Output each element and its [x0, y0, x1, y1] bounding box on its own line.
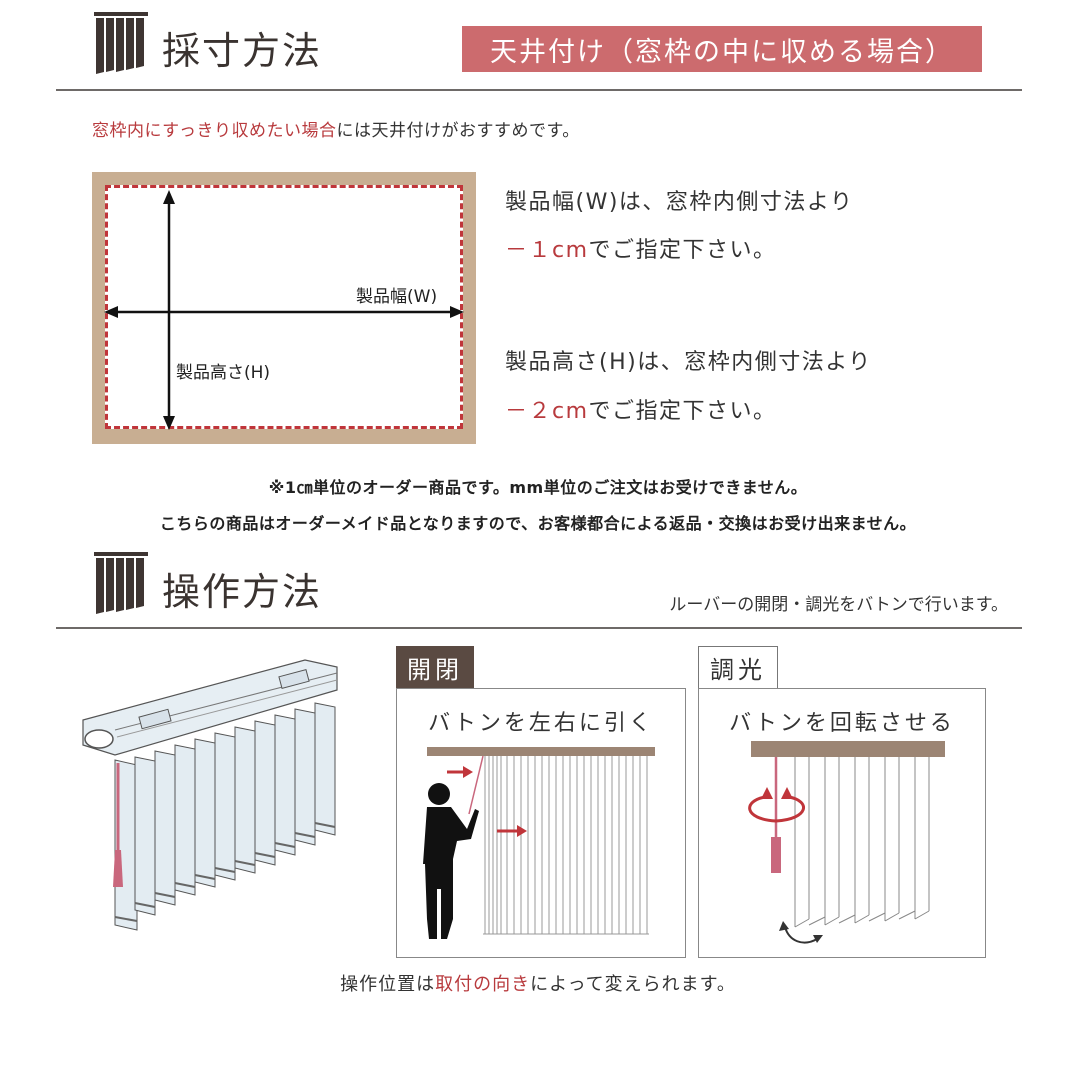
width-spec-line1: 製品幅(W)は、窓枠内側寸法より — [505, 190, 854, 215]
measure-section-title: 採寸方法 — [162, 29, 323, 73]
section-divider — [56, 627, 1022, 629]
tab-dimming: 調光 — [698, 646, 778, 688]
height-label: 製品高さ(H) — [176, 363, 271, 383]
intro-highlight: 窓枠内にすっきり収めたい場合 — [92, 121, 337, 141]
operation-section-title: 操作方法 — [162, 570, 323, 614]
return-policy-note: こちらの商品はオーダーメイド品となりますので、お客様都合による返品・交換はお受け… — [159, 514, 917, 533]
unit-note: ※1㎝単位のオーダー商品です。mm単位のご注文はお受けできません。 — [268, 478, 808, 497]
width-spec-value: －１cm — [505, 238, 589, 263]
footer-highlight: 取付の向き — [435, 974, 531, 995]
dimming-panel: バトンを回転させる — [698, 688, 986, 958]
vertical-blind-illustration — [82, 659, 338, 931]
dimension-arrows-icon — [104, 190, 464, 430]
height-spec-value: －２cm — [505, 399, 589, 424]
footer-suffix: によって変えられます。 — [530, 974, 736, 995]
height-spec-line2: －２cmでご指定下さい。 — [505, 393, 777, 425]
width-label: 製品幅(W) — [356, 287, 438, 307]
product-size-dashed-outline — [105, 185, 463, 429]
footer-prefix: 操作位置は — [340, 974, 436, 995]
operation-position-note: 操作位置は取付の向きによって変えられます。 — [0, 970, 1076, 996]
width-spec-line2: －１cmでご指定下さい。 — [505, 232, 777, 264]
ceiling-mount-badge: 天井付け（窓枠の中に収める場合） — [462, 26, 982, 72]
pull-baton-illustration — [423, 747, 655, 939]
vertical-blind-icon — [94, 552, 148, 614]
open-close-caption: バトンを左右に引く — [428, 711, 654, 736]
rotate-baton-illustration — [748, 741, 945, 944]
height-spec-line1: 製品高さ(H)は、窓枠内側寸法より — [505, 350, 872, 375]
intro-rest: には天井付けがおすすめです。 — [336, 121, 580, 141]
operation-subtitle: ルーバーの開閉・調光をバトンで行います。 — [669, 595, 1008, 615]
section-divider — [56, 89, 1022, 91]
intro-text: 窓枠内にすっきり収めたい場合には天井付けがおすすめです。 — [92, 116, 580, 141]
width-spec-suffix: でご指定下さい。 — [588, 238, 777, 263]
height-spec-suffix: でご指定下さい。 — [588, 399, 777, 424]
window-frame-diagram: 製品幅(W) 製品高さ(H) — [92, 172, 476, 444]
dimming-caption: バトンを回転させる — [729, 711, 955, 736]
open-close-panel: バトンを左右に引く — [396, 688, 686, 958]
vertical-blind-icon — [94, 12, 148, 74]
tab-open-close: 開閉 — [396, 646, 474, 688]
